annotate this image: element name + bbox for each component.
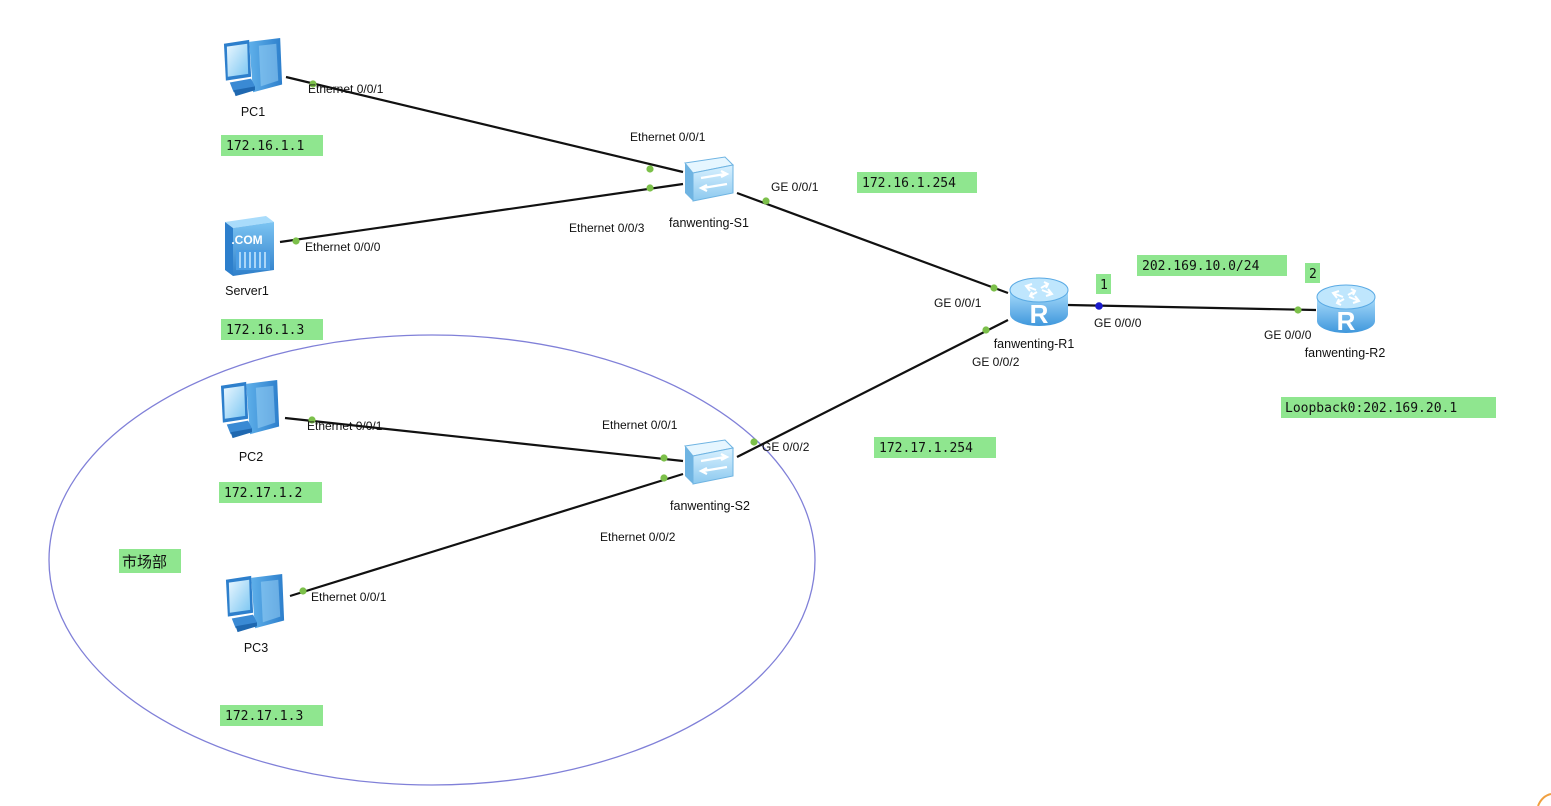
port-dot-active xyxy=(1095,302,1103,310)
svg-text:市场部: 市场部 xyxy=(122,553,167,571)
pc3-label: PC3 xyxy=(244,641,268,655)
r1-label: fanwenting-R1 xyxy=(994,337,1075,351)
port-label: Ethernet 0/0/1 xyxy=(307,419,383,433)
port-label: GE 0/0/1 xyxy=(934,296,982,310)
port-labels: Ethernet 0/0/1 Ethernet 0/0/1 Ethernet 0… xyxy=(305,82,1312,604)
s1-label: fanwenting-S1 xyxy=(669,216,749,230)
router-r1[interactable]: R fanwenting-R1 xyxy=(994,277,1075,351)
port-label: Ethernet 0/0/0 xyxy=(305,240,381,254)
port-dot xyxy=(660,474,668,482)
port-dot xyxy=(1294,306,1302,314)
pc3[interactable]: PC3 xyxy=(225,573,285,655)
port-label: Ethernet 0/0/3 xyxy=(569,221,645,235)
pc-icon xyxy=(223,37,283,97)
svg-text:1: 1 xyxy=(1100,278,1108,293)
tag-gateway2[interactable]: 172.17.1.254 xyxy=(874,437,996,458)
port-dot xyxy=(660,454,668,462)
pc1-label: PC1 xyxy=(241,105,265,119)
port-label: Ethernet 0/0/2 xyxy=(600,530,676,544)
port-dot xyxy=(762,197,770,205)
router-glyph: R xyxy=(1337,306,1356,336)
tag-r2-host[interactable]: 2 xyxy=(1305,263,1320,283)
tag-pc1-ip[interactable]: 172.16.1.1 xyxy=(221,135,323,156)
port-label: GE 0/0/2 xyxy=(972,355,1020,369)
pc-icon xyxy=(225,573,285,633)
tag-pc3-ip[interactable]: 172.17.1.3 xyxy=(220,705,323,726)
corner-mark xyxy=(1537,793,1551,806)
port-dot xyxy=(292,237,300,245)
link-pc1-s1[interactable] xyxy=(285,75,684,174)
tag-pc2-ip[interactable]: 172.17.1.2 xyxy=(219,482,322,503)
port-label: Ethernet 0/0/1 xyxy=(602,418,678,432)
port-label: Ethernet 0/0/1 xyxy=(311,590,387,604)
port-dot xyxy=(646,165,654,173)
router-glyph: R xyxy=(1030,299,1049,329)
link-server1-s1[interactable] xyxy=(279,182,684,244)
server1-label: Server1 xyxy=(225,284,269,298)
links xyxy=(279,75,1317,598)
port-dots xyxy=(292,80,1302,595)
pc2[interactable]: PC2 xyxy=(220,379,280,464)
svg-text:2: 2 xyxy=(1309,267,1317,282)
tag-gateway1[interactable]: 172.16.1.254 xyxy=(857,172,977,193)
tag-loopback[interactable]: Loopback0:202.169.20.1 xyxy=(1281,397,1496,418)
link-pc3-s2[interactable] xyxy=(289,472,684,598)
port-label: Ethernet 0/0/1 xyxy=(308,82,384,96)
router-r2[interactable]: R fanwenting-R2 xyxy=(1305,284,1386,360)
switch-icon xyxy=(683,438,735,486)
tag-r1-host[interactable]: 1 xyxy=(1096,274,1111,294)
switch-icon xyxy=(683,155,735,203)
r2-label: fanwenting-R2 xyxy=(1305,346,1386,360)
port-label: GE 0/0/2 xyxy=(762,440,810,454)
ip-tags: 172.16.1.1 172.16.1.3 172.16.1.254 172.1… xyxy=(119,135,1496,726)
svg-text:172.17.1.3: 172.17.1.3 xyxy=(225,709,303,724)
s2-label: fanwenting-S2 xyxy=(670,499,750,513)
server1[interactable]: .COM Server1 xyxy=(225,216,274,298)
svg-text:Loopback0:202.169.20.1: Loopback0:202.169.20.1 xyxy=(1285,401,1457,416)
department-boundary-ellipse xyxy=(48,334,816,786)
tag-department[interactable]: 市场部 xyxy=(119,549,181,573)
pc-icon xyxy=(220,379,280,439)
port-label: GE 0/0/0 xyxy=(1264,328,1312,342)
link-pc2-s2[interactable] xyxy=(284,416,684,463)
switch-s1[interactable]: fanwenting-S1 xyxy=(669,155,749,230)
svg-text:172.16.1.1: 172.16.1.1 xyxy=(226,139,304,154)
port-dot xyxy=(646,184,654,192)
link-s1-r1[interactable] xyxy=(736,191,1009,295)
tag-wan-network[interactable]: 202.169.10.0/24 xyxy=(1137,255,1287,276)
port-dot xyxy=(309,80,317,88)
svg-text:202.169.10.0/24: 202.169.10.0/24 xyxy=(1142,259,1260,274)
port-label: GE 0/0/1 xyxy=(771,180,819,194)
port-label: GE 0/0/0 xyxy=(1094,316,1142,330)
port-label: Ethernet 0/0/1 xyxy=(630,130,706,144)
svg-text:172.17.1.2: 172.17.1.2 xyxy=(224,486,302,501)
link-r1-r2[interactable] xyxy=(1067,303,1317,312)
port-dot xyxy=(990,284,998,292)
port-dot xyxy=(982,326,990,334)
pc1[interactable]: PC1 xyxy=(223,37,283,119)
svg-text:172.16.1.3: 172.16.1.3 xyxy=(226,323,304,338)
port-dot xyxy=(750,438,758,446)
pc2-label: PC2 xyxy=(239,450,263,464)
port-dot xyxy=(308,416,316,424)
svg-text:172.17.1.254: 172.17.1.254 xyxy=(879,441,973,456)
server-badge: .COM xyxy=(231,233,262,247)
port-dot xyxy=(299,587,307,595)
link-s2-r1[interactable] xyxy=(736,319,1009,458)
switch-s2[interactable]: fanwenting-S2 xyxy=(670,438,750,513)
tag-server1-ip[interactable]: 172.16.1.3 xyxy=(221,319,323,340)
svg-text:172.16.1.254: 172.16.1.254 xyxy=(862,176,956,191)
server-icon: .COM xyxy=(225,216,274,276)
